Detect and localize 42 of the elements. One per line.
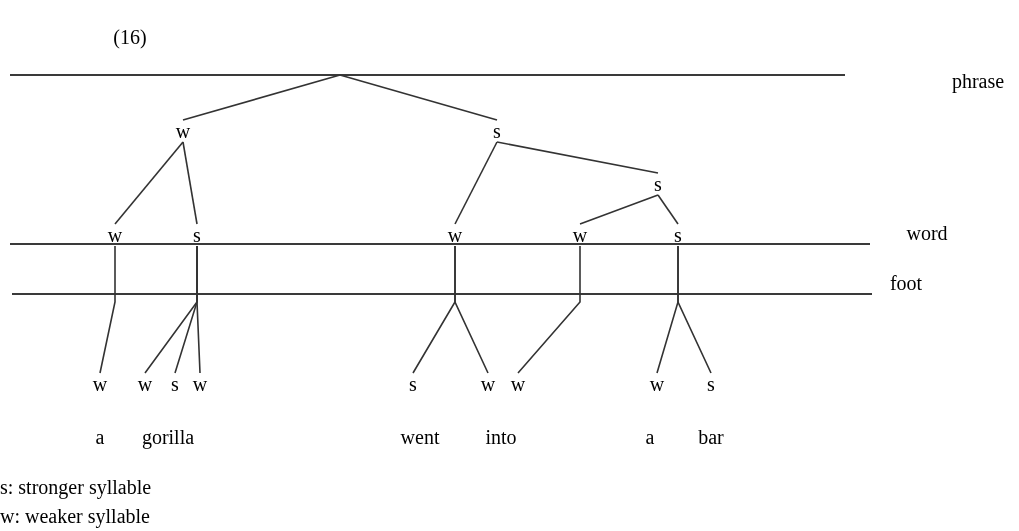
text-label: bar	[698, 427, 724, 447]
stress-mark: s	[167, 373, 183, 395]
text-label: a	[95, 427, 105, 447]
tree-branch	[182, 141, 198, 225]
stress-mark: w	[510, 373, 526, 395]
tree-branch	[114, 141, 184, 225]
tree-branch	[182, 74, 341, 121]
stress-mark: w	[649, 373, 665, 395]
text-label: phrase	[951, 71, 1005, 91]
tree-branch	[196, 245, 201, 374]
tree-branch	[454, 245, 489, 374]
tree-branch	[454, 141, 498, 225]
tree-branch	[677, 245, 712, 374]
stress-mark: s	[489, 120, 505, 142]
stress-mark: w	[107, 224, 123, 246]
stress-mark: w	[192, 373, 208, 395]
tree-branch	[496, 141, 659, 174]
stress-mark: s	[703, 373, 719, 395]
text-label: foot	[889, 273, 923, 293]
text-label: (16)	[113, 27, 147, 47]
text-label: w: weaker syllable	[0, 506, 150, 526]
stress-mark: s	[405, 373, 421, 395]
text-label: went	[400, 427, 440, 447]
stress-mark: w	[137, 373, 153, 395]
stress-mark: w	[92, 373, 108, 395]
stress-mark: w	[175, 120, 191, 142]
stress-mark: w	[572, 224, 588, 246]
tree-branch	[579, 194, 659, 225]
text-label: word	[906, 223, 948, 243]
tree-branch	[657, 194, 679, 225]
stress-mark: s	[650, 173, 666, 195]
text-label: gorilla	[141, 427, 195, 447]
tree-branch	[517, 245, 581, 374]
text-label: into	[485, 427, 517, 447]
stress-mark: w	[447, 224, 463, 246]
tree-branch	[99, 245, 116, 374]
stress-mark: w	[480, 373, 496, 395]
tree-branch	[339, 74, 498, 121]
text-label: a	[645, 427, 655, 447]
stress-mark: s	[189, 224, 205, 246]
stress-mark: s	[670, 224, 686, 246]
text-label: s: stronger syllable	[0, 477, 152, 497]
